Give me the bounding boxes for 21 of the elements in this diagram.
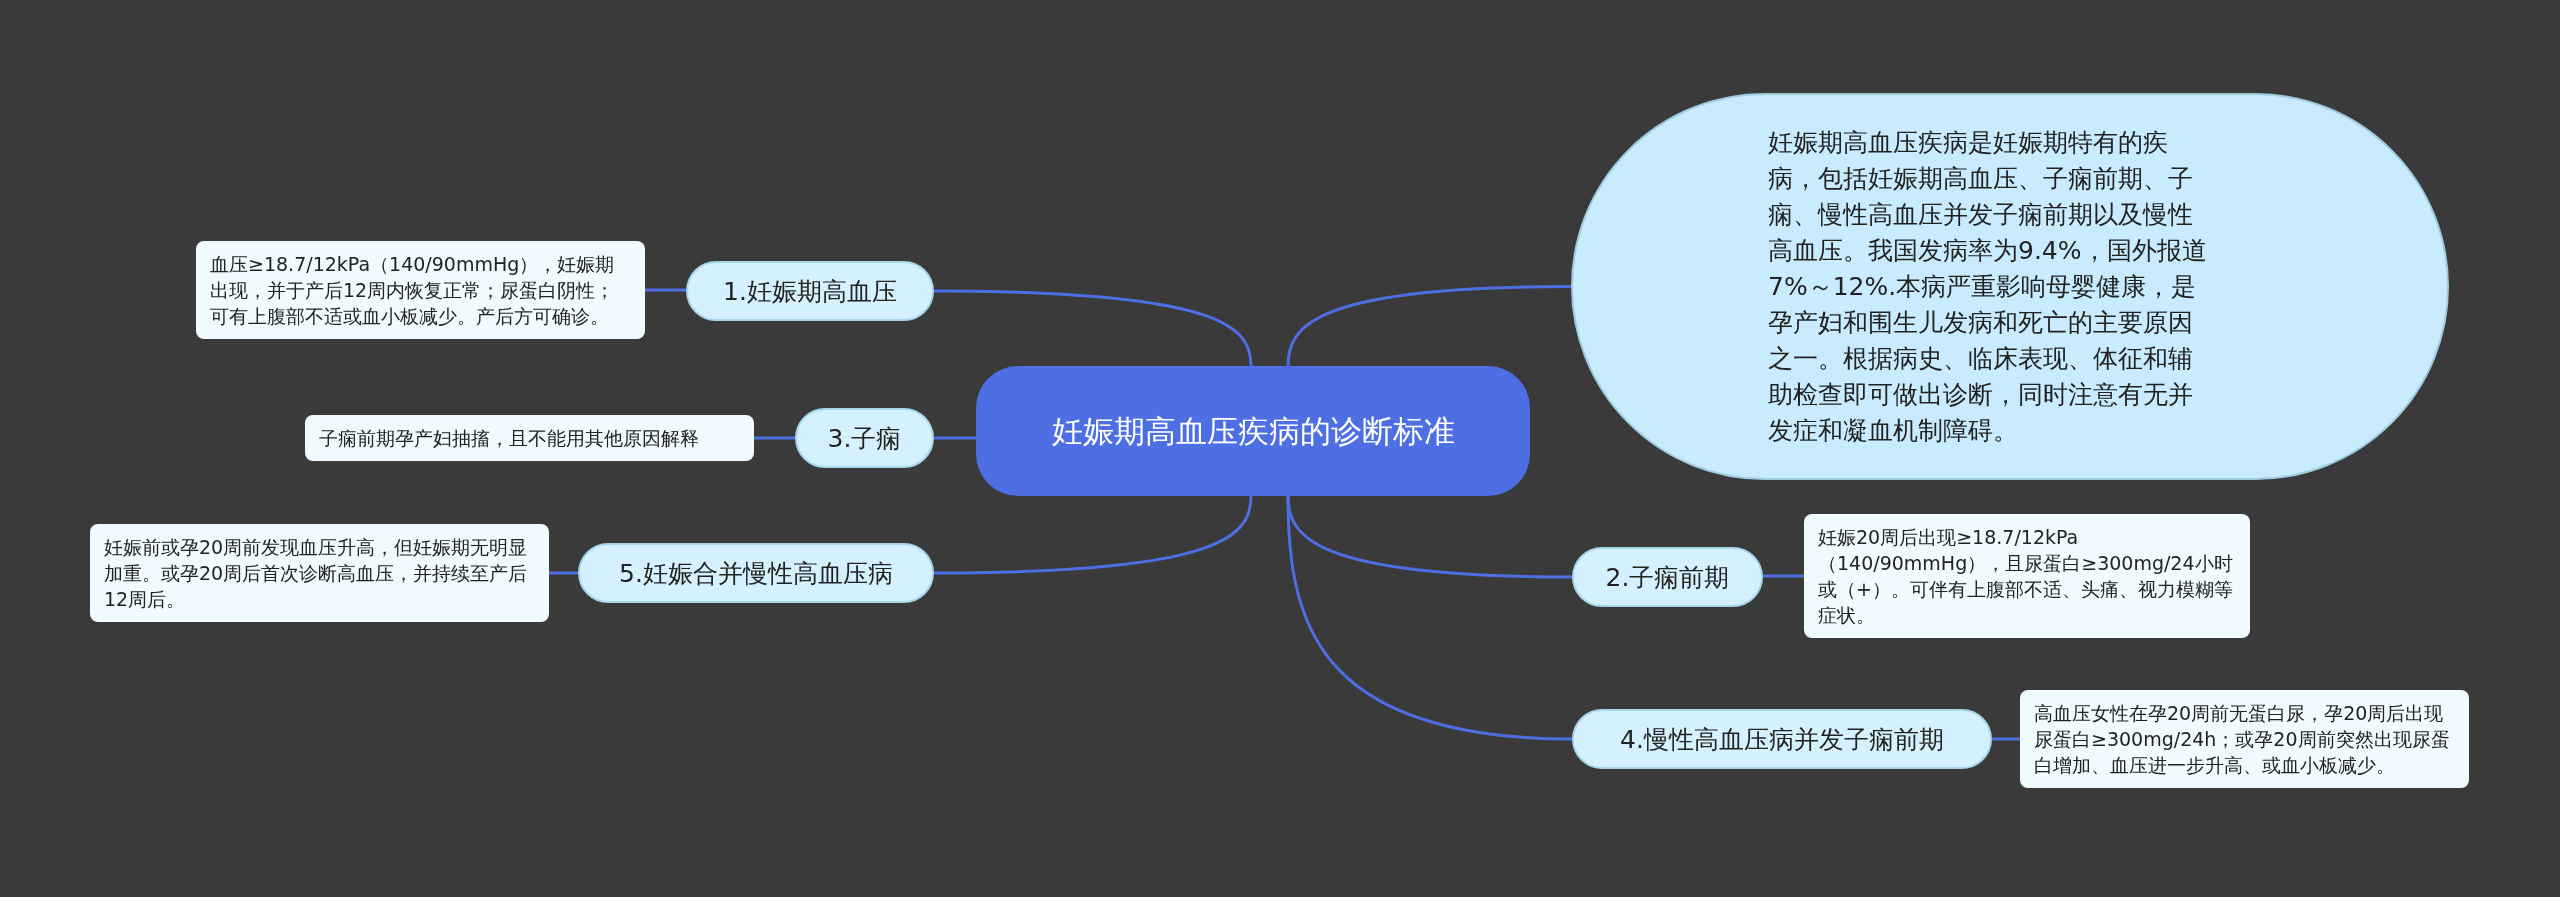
connector-line (1286, 495, 1573, 741)
note-box: 妊娠前或孕20周前发现血压升高，但妊娠期无明显加重。或孕20周后首次诊断高血压，并持续至产后12周后。 (90, 524, 549, 622)
note-box: 血压≥18.7/12kPa（140/90mmHg），妊娠期出现，并于产后12周内恢复正常；尿蛋白阴性；可有上腹部不适或血小板减少。产后方可确诊。 (196, 241, 645, 339)
connector-line (1763, 574, 1804, 578)
note-box: 妊娠20周后出现≥18.7/12kPa（140/90mmHg），且尿蛋白≥300mg/24小时或（+）。可伴有上腹部不适、头痛、视力模糊等症状。 (1804, 514, 2250, 638)
branch-box: 4.慢性高血压病并发子痫前期 (1572, 709, 1992, 769)
topic-box: 妊娠期高血压疾病的诊断标准 (976, 366, 1530, 496)
connector-line (934, 436, 976, 440)
note-box: 高血压女性在孕20周前无蛋白尿，孕20周后出现尿蛋白≥300mg/24h；或孕20周前突然出现尿蛋白增加、血压进一步升高、或血小板减少。 (2020, 690, 2469, 788)
branch-box: 5.妊娠合并慢性高血压病 (578, 543, 934, 603)
connector-line (934, 495, 1253, 575)
note-box: 子痫前期孕产妇抽搐，且不能用其他原因解释 (305, 415, 754, 461)
branch-box: 3.子痫 (795, 408, 934, 468)
connector-line (754, 436, 795, 440)
branch-box: 2.子痫前期 (1572, 547, 1763, 607)
connector-line (549, 571, 578, 575)
connector-line (645, 288, 686, 292)
branch-box: 1.妊娠期高血压 (686, 261, 934, 321)
description-bubble: 妊娠期高血压疾病是妊娠期特有的疾病，包括妊娠期高血压、子痫前期、子痫、慢性高血压并发子痫前期以及慢性高血压。我国发病率为9.4%，国外报道7%～12%.本病严重影响母婴健康，是孕产妇和围生儿发病和死亡的主要原因之一。根据病史、临床表现、体征和辅助检查即可做出诊断，同时注意有无并发症和凝血机制障碍。 (1571, 93, 2449, 480)
connector-line (934, 289, 1253, 367)
connector-line (1286, 285, 1571, 367)
